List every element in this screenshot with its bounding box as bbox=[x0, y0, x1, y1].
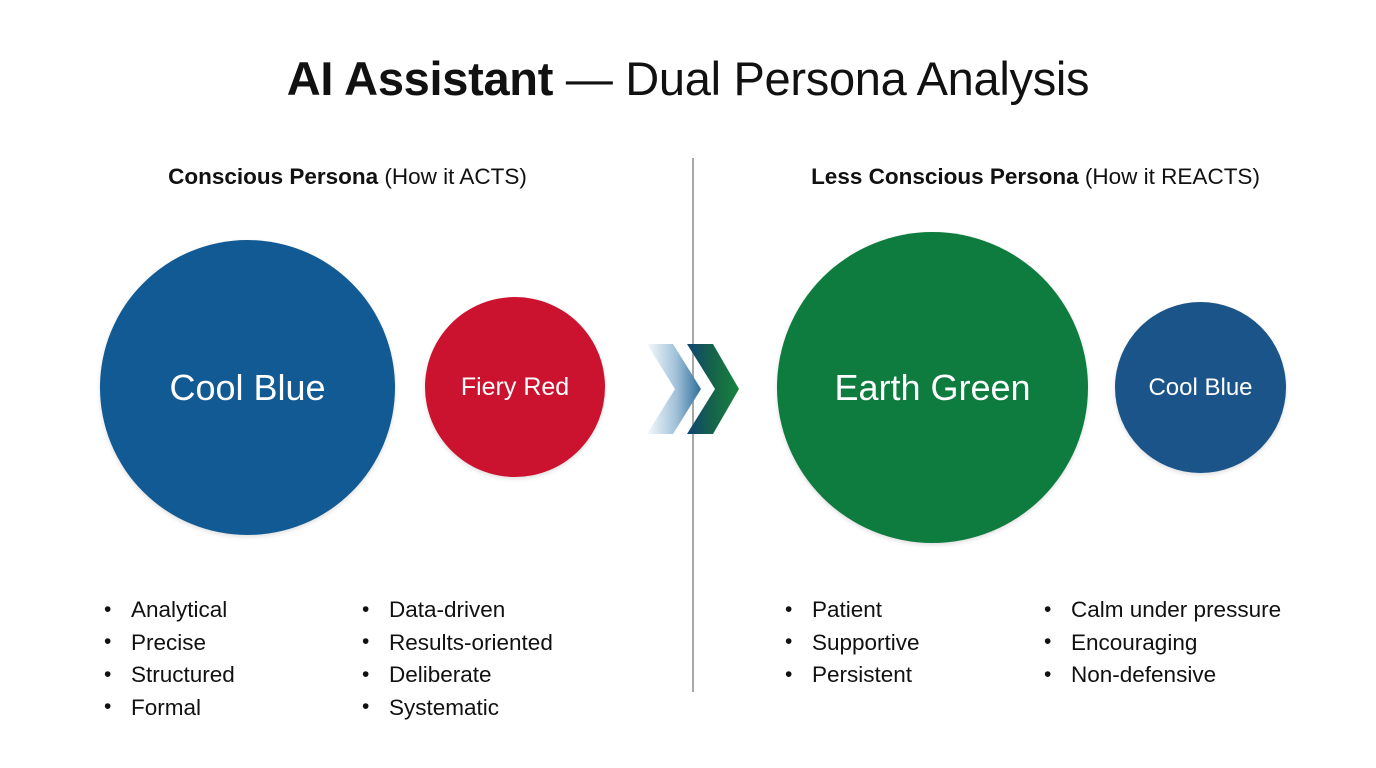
trait-item-less-conscious-b-1: Encouraging bbox=[1040, 626, 1281, 660]
page-title-strong: AI Assistant bbox=[286, 52, 554, 105]
conscious-persona-heading-strong: Conscious Persona bbox=[168, 164, 379, 189]
trait-item-conscious-a-2: Structured bbox=[100, 659, 235, 692]
trait-item-conscious-a-1: Precise bbox=[100, 626, 235, 660]
circle-fiery-red: Fiery Red bbox=[425, 297, 605, 477]
trait-list-conscious-a: AnalyticalPreciseStructuredFormal bbox=[100, 594, 235, 724]
conscious-persona-heading-rest: (How it ACTS) bbox=[378, 164, 527, 189]
trait-item-conscious-b-2: Deliberate bbox=[358, 659, 553, 692]
trait-item-less-conscious-a-0: Patient bbox=[781, 594, 920, 627]
conscious-persona-heading: Conscious Persona (How it ACTS) bbox=[0, 162, 695, 192]
trait-item-conscious-b-0: Data-driven bbox=[358, 594, 553, 627]
less-conscious-persona-heading-rest: (How it REACTS) bbox=[1078, 164, 1260, 189]
circle-cool-blue-primary: Cool Blue bbox=[100, 240, 395, 535]
trait-item-conscious-b-3: Systematic bbox=[358, 691, 553, 725]
trait-item-less-conscious-b-2: Non-defensive bbox=[1040, 659, 1281, 692]
less-conscious-persona-heading-strong: Less Conscious Persona bbox=[811, 164, 1079, 189]
trait-item-conscious-a-3: Formal bbox=[100, 691, 235, 725]
less-conscious-persona-heading: Less Conscious Persona (How it REACTS) bbox=[695, 162, 1376, 192]
trait-item-less-conscious-a-1: Supportive bbox=[781, 626, 920, 660]
circle-earth-green: Earth Green bbox=[777, 232, 1088, 543]
trait-list-less-conscious-b: Calm under pressureEncouragingNon-defens… bbox=[1040, 594, 1281, 692]
trait-item-less-conscious-b-0: Calm under pressure bbox=[1040, 594, 1281, 627]
trait-list-less-conscious-a: PatientSupportivePersistent bbox=[781, 594, 920, 692]
trait-list-conscious-b: Data-drivenResults-orientedDeliberateSys… bbox=[358, 594, 553, 724]
page-title-rest: — Dual Persona Analysis bbox=[553, 52, 1090, 105]
double-chevron-right-icon bbox=[645, 342, 741, 436]
trait-item-less-conscious-a-2: Persistent bbox=[781, 659, 920, 692]
page-title: AI Assistant — Dual Persona Analysis bbox=[0, 50, 1376, 108]
circle-cool-blue-secondary: Cool Blue bbox=[1115, 302, 1286, 473]
trait-item-conscious-a-0: Analytical bbox=[100, 594, 235, 627]
trait-item-conscious-b-1: Results-oriented bbox=[358, 626, 553, 660]
